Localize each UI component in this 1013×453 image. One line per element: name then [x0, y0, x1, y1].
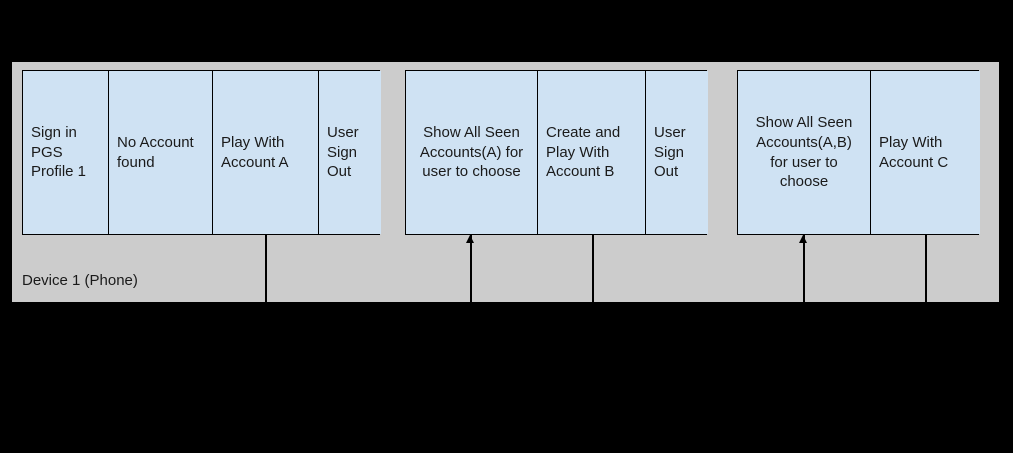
step-box-label: User Sign Out	[654, 123, 686, 181]
connector-into-show-accounts-a	[470, 235, 472, 302]
step-box-label: Play With Account A	[221, 133, 289, 171]
step-box[interactable]: User Sign Out	[646, 71, 708, 234]
step-box[interactable]: Play With Account C	[871, 71, 980, 234]
step-box-label: No Account found	[117, 133, 194, 171]
connector-into-show-accounts-ab-arrowhead-icon	[799, 235, 808, 243]
step-box-label: Sign in PGS Profile 1	[31, 123, 87, 181]
connector-from-play-account-a	[265, 235, 267, 302]
connector-from-play-account-c	[925, 235, 927, 302]
step-box-label: Show All Seen Accounts(A) for user to ch…	[419, 123, 524, 181]
connector-into-show-accounts-ab	[803, 235, 805, 302]
step-box[interactable]: Sign in PGS Profile 1	[23, 71, 109, 234]
step-box[interactable]: User Sign Out	[319, 71, 381, 234]
group-3: Show All Seen Accounts(A,B) for user to …	[737, 70, 980, 235]
step-box[interactable]: No Account found	[109, 71, 213, 234]
step-box[interactable]: Show All Seen Accounts(A,B) for user to …	[738, 71, 871, 234]
connector-from-play-account-b	[592, 235, 594, 302]
step-box-label: Play With Account C	[879, 133, 949, 171]
step-box[interactable]: Play With Account A	[213, 71, 319, 234]
group-1: Sign in PGS Profile 1 No Account found Pla…	[22, 70, 381, 235]
step-box[interactable]: Create and Play With Account B	[538, 71, 646, 234]
swimlane-label: Device 1 (Phone)	[22, 272, 138, 289]
step-box-label: Show All Seen Accounts(A,B) for user to …	[755, 113, 853, 191]
group-2: Show All Seen Accounts(A) for user to ch…	[405, 70, 708, 235]
step-box[interactable]: Show All Seen Accounts(A) for user to ch…	[406, 71, 538, 234]
step-box-label: User Sign Out	[327, 123, 359, 181]
connector-into-show-accounts-a-arrowhead-icon	[466, 235, 475, 243]
step-box-label: Create and Play With Account B	[546, 123, 621, 181]
